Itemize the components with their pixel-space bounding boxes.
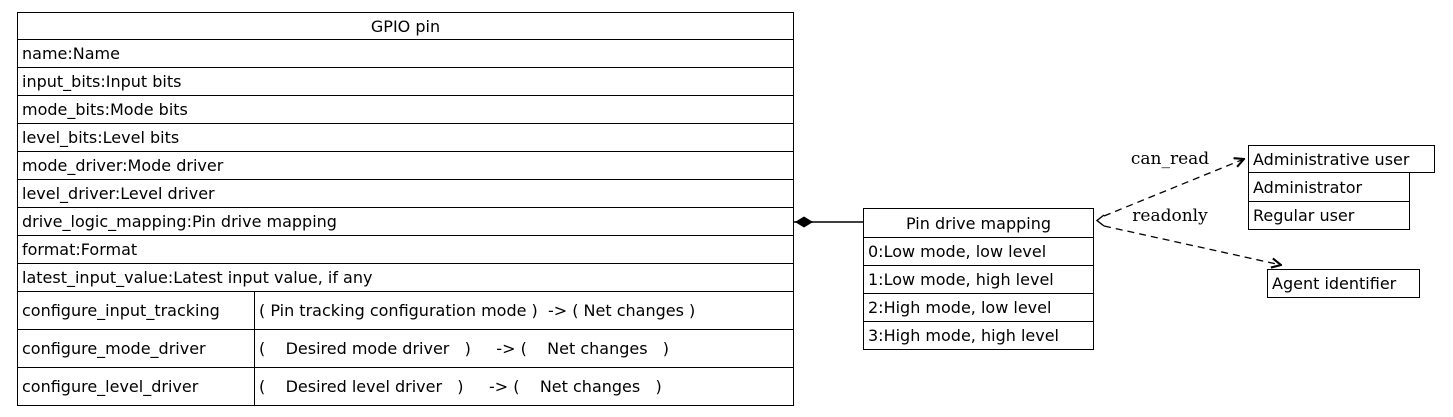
pin-drive-mapping-title: Pin drive mapping (906, 213, 1051, 233)
left-vee-arrowhead-icon (1095, 214, 1105, 227)
gpio-method-name: configure_mode_driver (18, 330, 255, 367)
pin-drive-mapping-entry-2: 2:High mode, low level (864, 293, 1093, 321)
gpio-attribute-mode-driver: mode_driver:Mode driver (18, 151, 793, 179)
gpio-method-row: configure_mode_driver ( Desired mode dri… (18, 329, 793, 367)
agent-identifier-node: Agent identifier (1267, 269, 1420, 298)
administrative-user-node: Administrative user (1248, 145, 1435, 173)
gpio-method-signature: ( Desired level driver ) -> ( Net change… (259, 377, 662, 396)
gpio-attribute-latest-input-value: latest_input_value:Latest input value, i… (18, 263, 793, 291)
gpio-attribute-level-driver: level_driver:Level driver (18, 179, 793, 207)
gpio-method-signature: ( Pin tracking configuration mode ) -> (… (259, 301, 696, 320)
composition-diamond-icon (795, 216, 813, 228)
gpio-attribute-format: format:Format (18, 235, 793, 263)
gpio-attribute-drive-logic-mapping: drive_logic_mapping:Pin drive mapping (18, 207, 793, 235)
gpio-method-signature: ( Desired mode driver ) -> ( Net changes… (259, 339, 670, 358)
gpio-attribute-mode-bits: mode_bits:Mode bits (18, 95, 793, 123)
regular-user-row: Regular user (1248, 201, 1410, 230)
gpio-pin-title: GPIO pin (370, 16, 441, 36)
can-read-edge-label: can_read (1130, 149, 1210, 169)
gpio-attribute-name: name:Name (18, 39, 793, 67)
gpio-method-name: configure_input_tracking (18, 292, 255, 329)
pin-drive-mapping-node: Pin drive mapping 0:Low mode, low level … (863, 208, 1094, 350)
gpio-method-row: configure_input_tracking ( Pin tracking … (18, 291, 793, 329)
gpio-attribute-level-bits: level_bits:Level bits (18, 123, 793, 151)
gpio-attribute-input-bits: input_bits:Input bits (18, 67, 793, 95)
pin-drive-mapping-entry-3: 3:High mode, high level (864, 321, 1093, 349)
administrator-row: Administrator (1248, 172, 1410, 202)
pin-drive-mapping-entry-0: 0:Low mode, low level (864, 237, 1093, 265)
readonly-edge (1103, 225, 1281, 265)
gpio-pin-node: GPIO pin name:Name input_bits:Input bits… (17, 12, 794, 406)
pin-drive-mapping-entry-1: 1:Low mode, high level (864, 265, 1093, 293)
gpio-method-name: configure_level_driver (18, 368, 255, 405)
readonly-edge-label: readonly (1132, 206, 1208, 226)
gpio-method-row: configure_level_driver ( Desired level d… (18, 367, 793, 405)
